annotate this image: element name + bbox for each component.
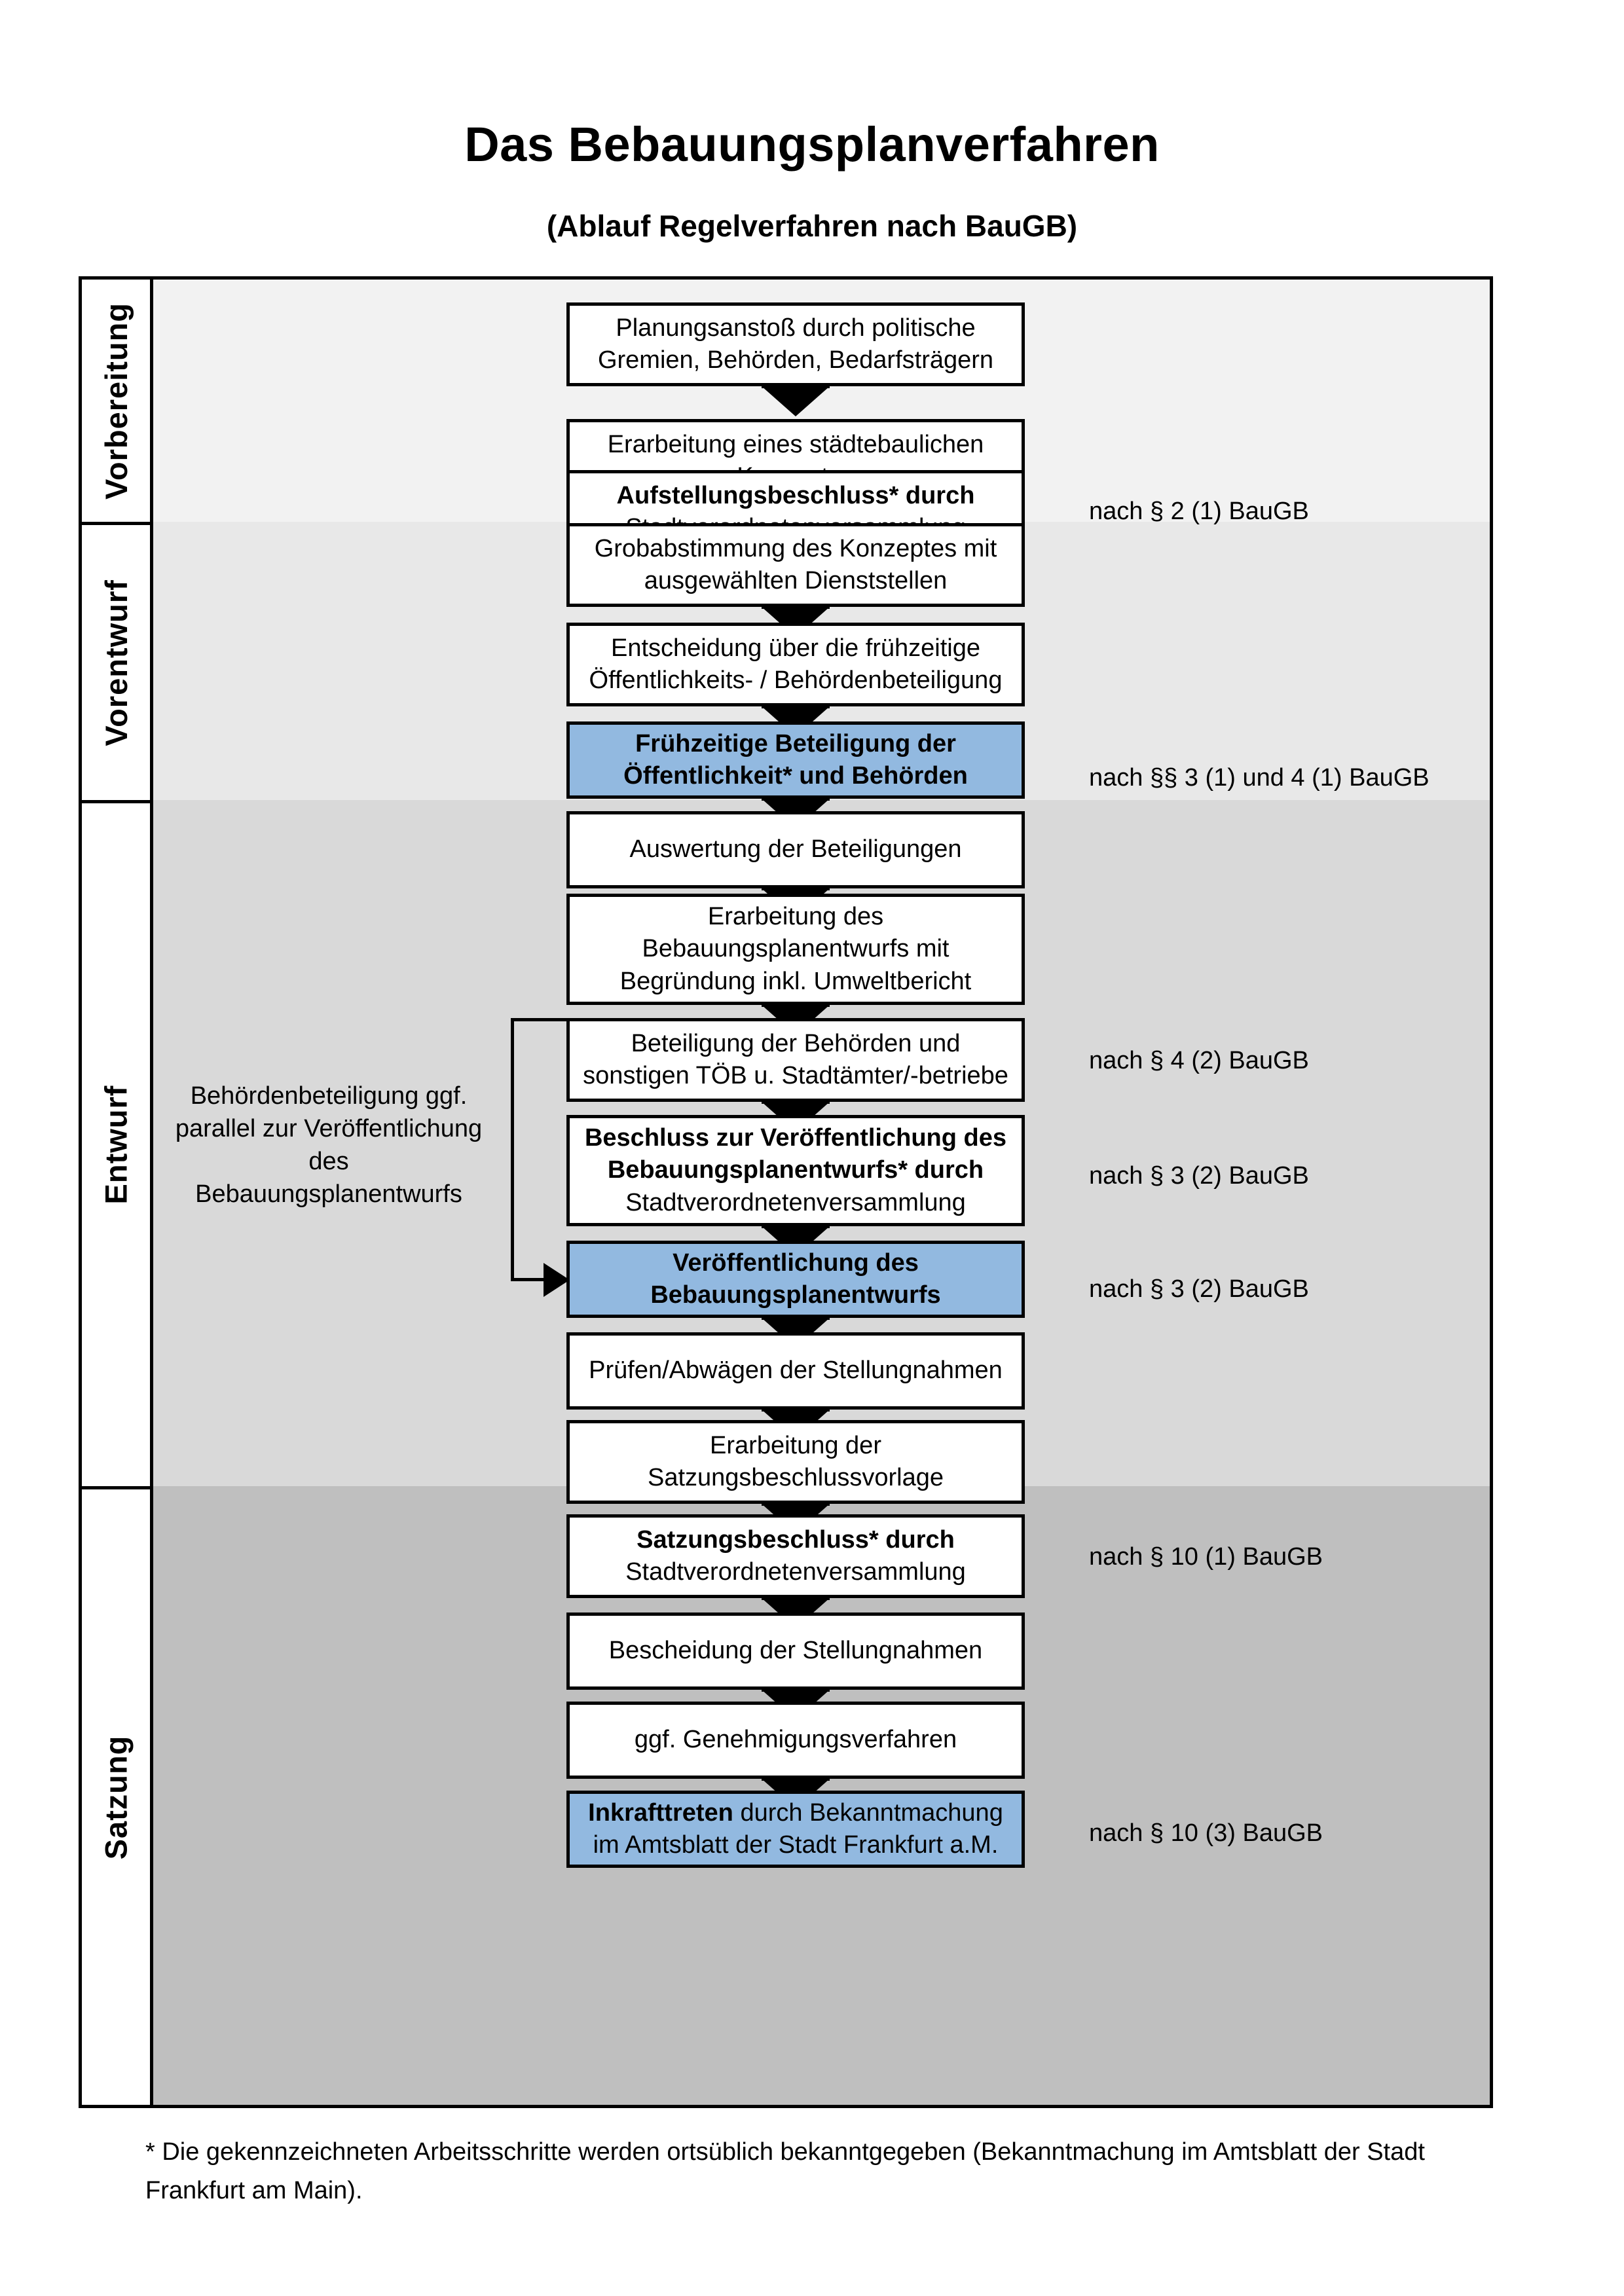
- node-line-strong: Beschluss zur Veröffentlichung des: [584, 1123, 1007, 1152]
- page-title: Das Bebauungsplanverfahren: [464, 117, 1160, 172]
- phase-label-text: Vorbereitung: [98, 302, 134, 500]
- node-line: Satzungsbeschluss* durch: [625, 1524, 966, 1556]
- node-line-strong: Bebauungsplanentwurfs: [650, 1281, 941, 1309]
- footnote: * Die gekennzeichneten Arbeitsschritte w…: [145, 2138, 1425, 2204]
- node-line: Erarbeitung eines städtebaulichen: [607, 430, 984, 458]
- flow-node-n16[interactable]: ggf. Genehmigungsverfahren: [566, 1702, 1025, 1779]
- node-line: Gremien, Behörden, Bedarfsträgern: [597, 346, 994, 374]
- legal-note-5: nach § 3 (2) BauGB: [1089, 1275, 1309, 1303]
- node-line: Bebauungsplanentwurfs mit: [642, 935, 950, 963]
- side-note-line: Behördenbeteiligung: [190, 1082, 419, 1110]
- node-line: Prüfen/Abwägen der Stellungnahmen: [589, 1357, 1003, 1385]
- bracket-top-segment: [511, 1018, 570, 1021]
- page-subtitle: (Ablauf Regelverfahren nach BauGB): [546, 209, 1078, 243]
- node-line: ggf. Genehmigungsverfahren: [634, 1726, 957, 1754]
- node-line: Bescheidung der Stellungnahmen: [608, 1637, 983, 1665]
- node-line-strong: Aufstellungsbeschluss* durch: [616, 481, 975, 509]
- node-line: Grobabstimmung des Konzeptes mit: [594, 534, 997, 562]
- node-line: Beteiligung der Behörden und: [631, 1029, 961, 1057]
- flow-node-n6[interactable]: Frühzeitige Beteiligung der Öffentlichke…: [566, 721, 1025, 799]
- node-line: ausgewählten Dienststellen: [644, 567, 948, 594]
- phase-label-text: Vorentwurf: [98, 579, 134, 746]
- flow-node-n13[interactable]: Erarbeitung der Satzungsbeschlussvorlage: [566, 1420, 1025, 1504]
- legal-note-6: nach § 10 (1) BauGB: [1089, 1543, 1323, 1571]
- phase-label-text: Entwurf: [98, 1085, 134, 1205]
- flow-node-n17[interactable]: Inkrafttreten durch Bekanntmachung im Am…: [566, 1791, 1025, 1868]
- phase-separator-1: [82, 522, 150, 525]
- node-line: Beschluss zur Veröffentlichung des: [585, 1122, 1006, 1154]
- node-line: Öffentlichkeit* und Behörden: [623, 760, 968, 792]
- node-line: Bebauungsplanentwurfs* durch: [585, 1154, 1006, 1186]
- flow-node-n12[interactable]: Prüfen/Abwägen der Stellungnahmen: [566, 1332, 1025, 1410]
- arrow-n1-n2: [762, 386, 830, 416]
- node-line: Frühzeitige Beteiligung der: [623, 728, 968, 760]
- node-line-strong: Veröffentlichung des: [673, 1248, 919, 1277]
- node-line-strong: Bebauungsplanentwurfs* durch: [607, 1156, 984, 1184]
- legal-note-4: nach § 3 (2) BauGB: [1089, 1162, 1309, 1190]
- phase-label-text: Satzung: [98, 1735, 134, 1859]
- bracket-arrowhead-icon: [544, 1263, 570, 1297]
- flowchart-frame: Vorbereitung Vorentwurf Entwurf Satzung …: [79, 276, 1493, 2108]
- node-line: Auswertung der Beteiligungen: [629, 835, 962, 864]
- side-note-line: ggf. parallel zur: [175, 1082, 468, 1143]
- legal-note-7: nach § 10 (3) BauGB: [1089, 1819, 1323, 1847]
- flow-node-n4[interactable]: Grobabstimmung des Konzeptes mit ausgewä…: [566, 523, 1025, 607]
- node-line: Satzungsbeschlussvorlage: [647, 1464, 944, 1491]
- node-line: Stadtverordnetenversammlung: [625, 1558, 966, 1586]
- node-line: Begründung inkl. Umweltbericht: [619, 967, 972, 995]
- node-line: Entscheidung über die frühzeitige: [610, 634, 981, 662]
- flow-node-n14[interactable]: Satzungsbeschluss* durch Stadtverordnete…: [566, 1514, 1025, 1598]
- side-note-line: Veröffentlichung des: [304, 1115, 483, 1176]
- flow-node-n11[interactable]: Veröffentlichung des Bebauungsplanentwur…: [566, 1241, 1025, 1318]
- legal-note-2: nach §§ 3 (1) und 4 (1) BauGB: [1089, 764, 1430, 792]
- side-note-line: Bebauungsplanentwurfs: [195, 1180, 462, 1209]
- node-line: Stadtverordnetenversammlung: [625, 1188, 966, 1216]
- node-line: Inkrafttreten durch Bekanntmachung: [588, 1797, 1003, 1829]
- node-line: Öffentlichkeits- / Behördenbeteiligung: [589, 666, 1003, 694]
- side-note-parallel-procedure: Behördenbeteiligung ggf. parallel zur Ve…: [175, 1080, 483, 1211]
- bracket-vertical: [511, 1018, 514, 1281]
- node-line: sonstigen TÖB u. Stadtämter/-betriebe: [583, 1062, 1008, 1089]
- flow-node-n5[interactable]: Entscheidung über die frühzeitige Öffent…: [566, 623, 1025, 706]
- node-line: Planungsanstoß durch politische: [616, 314, 976, 342]
- legal-note-1: nach § 2 (1) BauGB: [1089, 498, 1309, 525]
- phase-label-entwurf: Entwurf: [82, 803, 150, 1486]
- flow-node-n9[interactable]: Beteiligung der Behörden und sonstigen T…: [566, 1018, 1025, 1102]
- flow-node-n8[interactable]: Erarbeitung des Bebauungsplanentwurfs mi…: [566, 894, 1025, 1005]
- flow-node-n10[interactable]: Beschluss zur Veröffentlichung des Bebau…: [566, 1115, 1025, 1226]
- legal-note-3: nach § 4 (2) BauGB: [1089, 1047, 1309, 1074]
- node-line-strong: Frühzeitige Beteiligung der: [635, 729, 956, 757]
- node-line-strong: Satzungsbeschluss* durch: [637, 1525, 955, 1554]
- phase-label-satzung: Satzung: [82, 1489, 150, 2105]
- node-line-strong: Inkrafttreten: [588, 1798, 733, 1827]
- node-line: Veröffentlichung des: [650, 1247, 940, 1279]
- node-line: Aufstellungsbeschluss* durch: [617, 480, 975, 512]
- node-line: Bebauungsplanentwurfs: [650, 1279, 940, 1311]
- flow-node-n15[interactable]: Bescheidung der Stellungnahmen: [566, 1613, 1025, 1690]
- node-line: Erarbeitung des: [707, 902, 884, 930]
- label-column-divider: [150, 280, 153, 2105]
- node-line: Erarbeitung der: [710, 1431, 881, 1459]
- node-line: im Amtsblatt der Stadt Frankfurt a.M.: [593, 1831, 999, 1859]
- phase-label-vorbereitung: Vorbereitung: [82, 280, 150, 522]
- phase-separator-2: [82, 800, 150, 803]
- phase-separator-3: [82, 1486, 150, 1489]
- phase-label-vorentwurf: Vorentwurf: [82, 525, 150, 800]
- bracket-bottom-segment: [511, 1278, 550, 1281]
- flow-node-n1[interactable]: Planungsanstoß durch politische Gremien,…: [566, 302, 1025, 386]
- flow-node-n7[interactable]: Auswertung der Beteiligungen: [566, 811, 1025, 888]
- node-line-strong: Öffentlichkeit* und Behörden: [623, 762, 968, 790]
- node-line-rest: durch Bekanntmachung: [733, 1798, 1003, 1827]
